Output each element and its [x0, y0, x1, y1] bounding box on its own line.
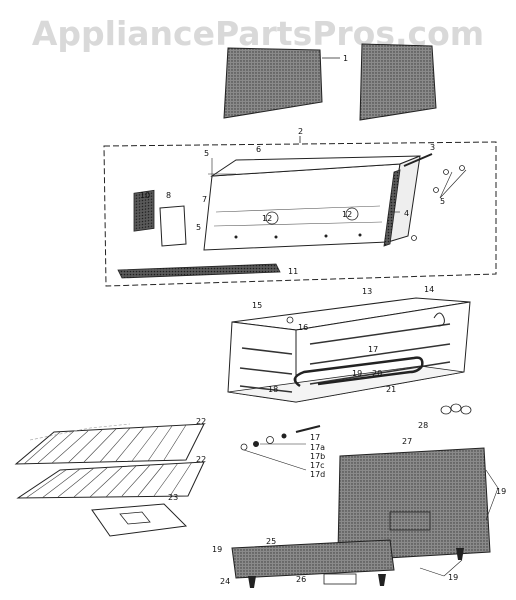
callout-28: 28: [418, 421, 428, 430]
callout-23: 23: [168, 493, 178, 502]
bracket-26: [323, 573, 357, 585]
fastener-12a: [265, 211, 279, 225]
callout-labels: 1 2 3 4 5 5 5 6 7 8 10 11 12 12 13 14 15…: [140, 54, 506, 586]
callout-15: 15: [252, 301, 262, 310]
callout-4: 4: [404, 209, 409, 218]
side-panel-right: [359, 43, 437, 121]
assembly-box: [103, 136, 497, 287]
callout-17b: 17b: [310, 452, 325, 461]
insulation-panel-27: [231, 447, 491, 579]
fastener-12b: [345, 207, 359, 221]
side-panel-left: [223, 47, 323, 119]
callout-12b: 12: [342, 210, 352, 219]
terminal-block-28: [440, 403, 472, 415]
callout-7: 7: [202, 195, 207, 204]
callout-11: 11: [288, 267, 298, 276]
callout-17c: 17c: [310, 461, 325, 470]
callout-22b: 22: [196, 455, 206, 464]
callout-1: 1: [343, 54, 348, 63]
oven-liner-13: [227, 297, 471, 403]
callout-27: 27: [402, 437, 412, 446]
callout-17d: 17d: [310, 470, 325, 479]
callout-12a: 12: [262, 214, 272, 223]
callout-21: 21: [386, 385, 396, 394]
callout-5c: 5: [196, 223, 201, 232]
callout-20: 20: [372, 369, 382, 378]
callout-16: 16: [298, 323, 308, 332]
bottom-rail-11: [117, 263, 281, 279]
callout-19d: 19: [448, 573, 458, 582]
callout-13: 13: [362, 287, 372, 296]
screws-5: [411, 165, 465, 241]
foot-24: [248, 576, 256, 588]
callout-19b: 19: [496, 487, 506, 496]
callout-2: 2: [298, 127, 303, 136]
callout-17a: 17a: [310, 443, 325, 452]
callout-17-lower: 17: [310, 433, 320, 442]
latch-14: [433, 312, 445, 327]
broiler-pan-23: [91, 503, 188, 537]
oven-rack-lower: [16, 461, 205, 499]
callout-26: 26: [296, 575, 306, 584]
heating-element-17: [293, 356, 424, 388]
callout-22a: 22: [196, 417, 206, 426]
callout-5b: 5: [440, 197, 445, 206]
callout-19a: 19: [352, 369, 362, 378]
foot-right-a: [378, 574, 386, 586]
callout-8: 8: [166, 191, 171, 200]
element-hardware-17abcd: [240, 425, 321, 451]
counter-outline: [29, 423, 131, 441]
vent-grill-10: [133, 189, 155, 232]
top-strip-3: [403, 153, 433, 167]
callout-19c: 19: [212, 545, 222, 554]
callout-10: 10: [140, 191, 150, 200]
leader-lines: [208, 158, 499, 577]
callout-3: 3: [430, 143, 435, 152]
trim-strip-4: [383, 169, 401, 247]
callout-17: 17: [368, 345, 378, 354]
fitting-15: [286, 316, 294, 324]
callout-18: 18: [268, 385, 278, 394]
panel-8: [159, 205, 187, 247]
callout-6: 6: [256, 145, 261, 154]
oven-rack-upper: [14, 423, 205, 465]
callout-5a: 5: [204, 149, 209, 158]
callout-24: 24: [220, 577, 230, 586]
callout-25: 25: [266, 537, 276, 546]
callout-14: 14: [424, 285, 434, 294]
foot-right-b: [456, 548, 464, 560]
